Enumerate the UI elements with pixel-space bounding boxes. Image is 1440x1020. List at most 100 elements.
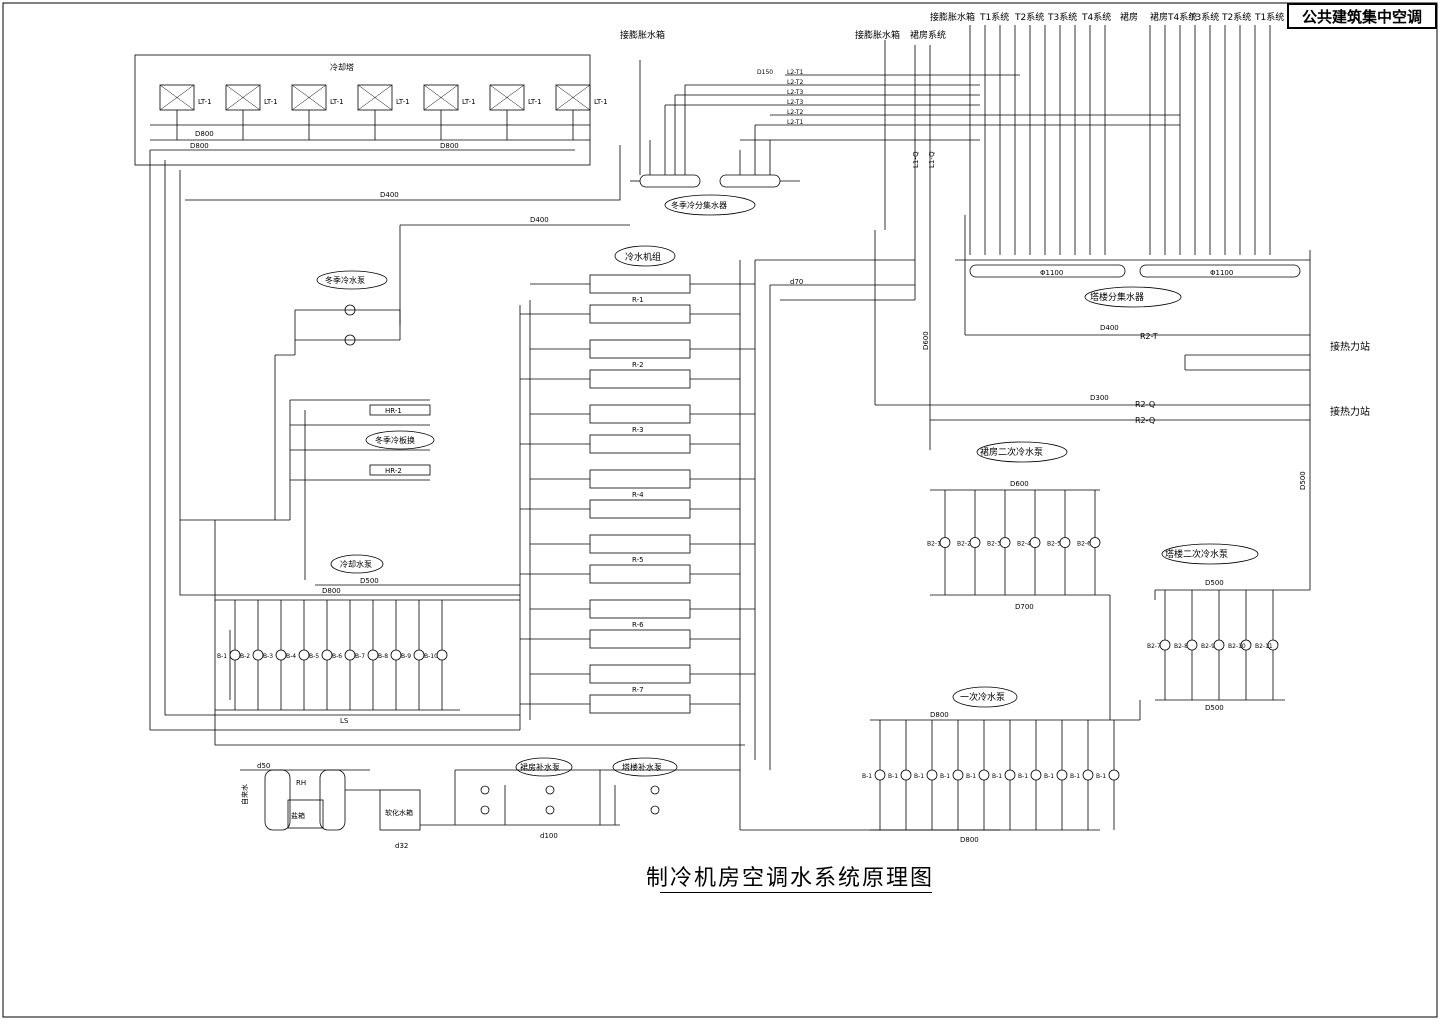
system-label: T3系统 bbox=[1047, 11, 1077, 23]
line-label: R2-T bbox=[1140, 332, 1158, 341]
system-label: 裙房T4系统 bbox=[1150, 11, 1197, 23]
system-label: T1系统 bbox=[979, 11, 1009, 23]
pipe-label-d800: D800 bbox=[960, 836, 979, 844]
tower-pump bbox=[1267, 639, 1279, 651]
pump-symbol bbox=[650, 785, 660, 795]
pipe-label-d500: D500 bbox=[1299, 471, 1307, 490]
tower-makeup-callout bbox=[612, 757, 678, 777]
pump-label: B-1 bbox=[966, 773, 976, 780]
pipe-label-d500: D500 bbox=[360, 577, 379, 585]
pump-label: B-4 bbox=[286, 653, 296, 660]
tower-makeup-label: 塔楼补水泵 bbox=[622, 762, 662, 772]
primary-pump bbox=[1004, 769, 1016, 781]
pipe-label-d1100: Φ1100 bbox=[1210, 269, 1233, 277]
cooling-pump bbox=[344, 649, 356, 661]
cooling-tower-fill-line bbox=[291, 84, 327, 111]
pipe-label-d50: d50 bbox=[257, 762, 270, 770]
pump-label: B-8 bbox=[378, 653, 388, 660]
podium-system-label: 裙房系统 bbox=[910, 29, 946, 41]
pump-label: B2-11 bbox=[1255, 643, 1273, 650]
pipe-label-d1100: Φ1100 bbox=[1040, 269, 1063, 277]
pump-label: B2-1 bbox=[927, 541, 941, 548]
pump-label: B-1 bbox=[1070, 773, 1080, 780]
chiller-evaporator bbox=[589, 404, 691, 424]
line-label: L2-T2 bbox=[787, 109, 803, 116]
primary-pump-callout bbox=[952, 686, 1018, 708]
expansion-tank-label: 接膨胀水箱 bbox=[620, 29, 665, 41]
chiller-condenser bbox=[589, 629, 691, 649]
pipe-label-d600: D600 bbox=[922, 331, 930, 350]
pump-symbol bbox=[545, 785, 555, 795]
pipe-label-d300: D300 bbox=[1090, 394, 1109, 402]
podium-pump-block bbox=[930, 489, 1141, 721]
pump-label: B2-10 bbox=[1228, 643, 1246, 650]
podium-pump bbox=[999, 537, 1011, 548]
pump-label: B2-7 bbox=[1147, 643, 1161, 650]
pipe-label-d500: D500 bbox=[1205, 579, 1224, 587]
winter-header-block bbox=[630, 60, 1180, 188]
pump-symbol bbox=[480, 785, 490, 795]
primary-pump-label: 一次冷水泵 bbox=[960, 691, 1005, 703]
podium-pump bbox=[1059, 537, 1071, 548]
cooling-pump bbox=[321, 649, 333, 661]
tower-pump bbox=[1186, 639, 1198, 651]
pump-label: B-2 bbox=[240, 653, 250, 660]
cooling-tower-label: LT-1 bbox=[264, 98, 278, 106]
cooling-pump bbox=[298, 649, 310, 661]
pump-label: B2-5 bbox=[1047, 541, 1061, 548]
tower-pump-block bbox=[1154, 530, 1311, 701]
chiller-label: R-3 bbox=[632, 426, 644, 434]
podium-pump bbox=[1029, 537, 1041, 548]
pump-label: B-1 bbox=[1096, 773, 1106, 780]
title-block-badge: 公共建筑集中空调 bbox=[1287, 3, 1437, 29]
pump-label: B-10 bbox=[424, 653, 438, 660]
chiller-evaporator bbox=[589, 339, 691, 359]
primary-pump bbox=[900, 769, 912, 781]
system-label: 接膨胀水箱 bbox=[930, 11, 975, 23]
system-label: T1系统 bbox=[1254, 11, 1284, 23]
heat-exchanger-label: HR-2 bbox=[385, 467, 402, 475]
primary-pump bbox=[978, 769, 990, 781]
chiller-condenser bbox=[589, 304, 691, 324]
cooling-pump bbox=[390, 649, 402, 661]
cooling-tower-label: LT-1 bbox=[396, 98, 410, 106]
pipe-label-ls: LS bbox=[340, 717, 349, 725]
pipe-label-d600: D600 bbox=[1010, 480, 1029, 488]
pipe-label-d800: D800 bbox=[930, 711, 949, 719]
winter-header-callout bbox=[664, 194, 756, 216]
tower-pump bbox=[1240, 639, 1252, 651]
chiller-condenser bbox=[589, 499, 691, 519]
cooling-pump bbox=[436, 649, 448, 661]
pump-label: B-6 bbox=[332, 653, 342, 660]
pump-symbol bbox=[344, 304, 356, 316]
pump-label: B-7 bbox=[355, 653, 365, 660]
winter-pump-label: 冬季冷水泵 bbox=[325, 275, 365, 285]
cooling-tower-label: LT-1 bbox=[594, 98, 608, 106]
pipe-label-d70: d70 bbox=[790, 278, 803, 286]
pump-label: B-1 bbox=[1044, 773, 1054, 780]
winter-header-label: 冬季冷分集水器 bbox=[671, 200, 727, 210]
pump-label: B-1 bbox=[914, 773, 924, 780]
tower-header-callout bbox=[1084, 286, 1182, 308]
pump-symbol bbox=[650, 805, 660, 815]
cooling-pump-callout bbox=[330, 554, 384, 574]
primary-pump bbox=[1030, 769, 1042, 781]
drawing-title-underline bbox=[660, 892, 932, 893]
pump-symbol bbox=[480, 805, 490, 815]
pipe-label-d800: D800 bbox=[195, 130, 214, 138]
winter-pump-block bbox=[180, 309, 430, 580]
pump-label: B-1 bbox=[940, 773, 950, 780]
cooling-tower-label: LT-1 bbox=[528, 98, 542, 106]
pipe-label-d400: D400 bbox=[530, 216, 549, 224]
chiller-condenser bbox=[589, 369, 691, 389]
cooling-pump bbox=[275, 649, 287, 661]
top-right-risers bbox=[884, 25, 1271, 255]
winter-pump-callout bbox=[316, 270, 388, 290]
podium-pump bbox=[939, 537, 951, 548]
pump-label: B-1 bbox=[1018, 773, 1028, 780]
